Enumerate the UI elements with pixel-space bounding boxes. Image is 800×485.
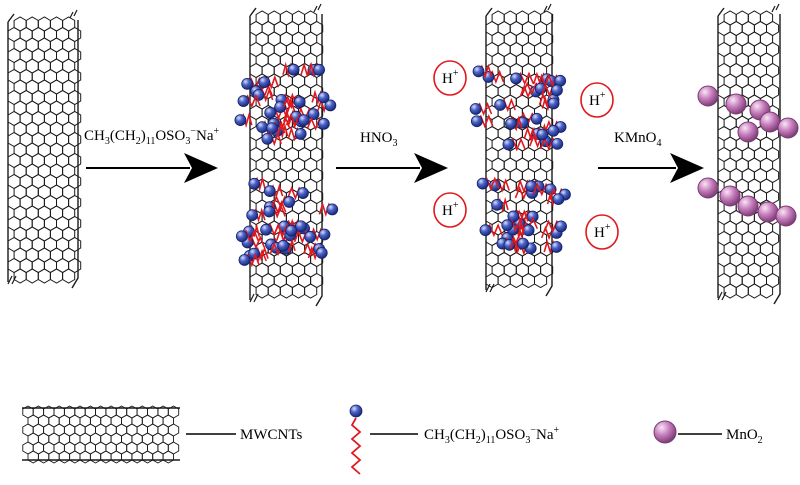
surfactant-head — [294, 128, 307, 140]
surfactant-head — [266, 122, 278, 135]
surfactant-head — [263, 205, 276, 218]
surfactant-head — [502, 138, 515, 151]
surfactant-head — [526, 210, 539, 223]
surfactant-head — [507, 210, 520, 223]
surfactant-head — [264, 106, 277, 119]
surfactant-head — [246, 209, 259, 222]
arrow-icon — [336, 153, 448, 183]
surfactant-head — [505, 117, 517, 130]
nanotube-icon — [249, 3, 324, 307]
surfactant-head — [494, 99, 507, 111]
svg-text:H+: H+ — [442, 200, 459, 219]
surfactant-head — [315, 247, 328, 259]
surfactant-head — [261, 132, 274, 145]
mno2-particle-icon — [697, 177, 719, 199]
proton-icon: H+ — [433, 192, 467, 228]
surfactant-head — [234, 114, 247, 127]
surfactant-head — [479, 224, 492, 237]
legend-surfactant-label: CH3(CH2)11OSO3−Na+ — [424, 425, 559, 446]
surfactant-coating — [469, 63, 571, 256]
surfactant-head — [277, 239, 290, 252]
surfactant-head — [238, 254, 251, 266]
surfactant-head — [555, 220, 567, 233]
surfactant-head — [295, 220, 307, 233]
surfactant-head — [263, 185, 276, 198]
nanotube-icon — [7, 9, 82, 289]
mno2-particle-icon — [697, 85, 719, 107]
reagent-label: KMnO4 — [614, 130, 662, 149]
surfactant-head — [324, 99, 337, 112]
surfactant-head — [547, 97, 560, 110]
surfactant-head — [287, 63, 300, 76]
reagent-label: HNO3 — [360, 130, 398, 149]
surfactant-head — [283, 196, 296, 208]
mno2-particle-icon — [737, 195, 759, 217]
surfactant-head — [260, 223, 273, 236]
mno2-particle-icon — [653, 420, 677, 444]
surfactant-head — [491, 198, 503, 211]
surfactant-head — [501, 219, 514, 232]
surfactant-head — [517, 237, 529, 250]
proton-icon: H+ — [433, 60, 467, 96]
surfactant-head — [237, 95, 250, 107]
mno2-particle-icon — [775, 205, 797, 227]
legend-mno2-label: MnO2 — [726, 427, 763, 446]
surfactant-coating — [234, 61, 339, 268]
surfactant-head — [326, 203, 339, 216]
surfactant-head — [551, 84, 563, 97]
surfactant-head — [317, 91, 330, 104]
mno2-particle-icon — [719, 185, 741, 207]
surfactant-head — [293, 96, 306, 108]
legend-nanotube-icon — [22, 405, 180, 464]
legend-mwcnt-label: MWCNTs — [240, 427, 302, 443]
surfactant-head — [547, 124, 560, 137]
arrow-icon — [86, 153, 218, 183]
reagent-label: CH3(CH2)11OSO3−Na+ — [84, 126, 219, 147]
surfactant-head — [297, 187, 309, 199]
mno2-particles — [697, 85, 799, 227]
surfactant-head — [510, 72, 522, 85]
surfactant-head — [307, 108, 320, 121]
surfactant-head — [470, 115, 483, 128]
mno2-particle-icon — [725, 93, 747, 115]
svg-text:H+: H+ — [442, 68, 459, 87]
proton-icon: H+ — [580, 82, 614, 118]
surfactant-head — [472, 65, 485, 78]
arrow-icon — [598, 153, 704, 183]
surfactant-head — [536, 128, 549, 141]
mno2-particle-icon — [777, 117, 799, 139]
surfactant-head — [248, 177, 261, 190]
surfactant-head — [304, 230, 317, 243]
mno2-particle-icon — [759, 111, 781, 133]
surfactant-head — [297, 114, 310, 127]
surfactant-head — [235, 230, 248, 243]
surfactant-head — [274, 101, 287, 113]
mno2-particle-icon — [757, 201, 779, 223]
surfactant-head — [258, 76, 271, 89]
surfactant-head — [522, 224, 535, 237]
surfactant-head — [318, 228, 331, 241]
surfactant-head — [317, 117, 330, 130]
surfactant-head — [241, 77, 254, 90]
surfactant-head — [313, 63, 325, 76]
surfactant-head — [285, 224, 298, 237]
nanotube-icon — [717, 3, 781, 305]
surfactant-head — [469, 103, 482, 115]
surfactant-head — [552, 193, 565, 206]
svg-text:H+: H+ — [594, 222, 611, 241]
proton-icon: H+ — [585, 214, 619, 250]
surfactant-icon — [349, 404, 363, 475]
mno2-particle-icon — [737, 121, 759, 143]
surfactant-head — [530, 112, 543, 125]
svg-text:H+: H+ — [589, 90, 606, 109]
surfactant-head — [476, 177, 489, 190]
surfactant-head — [550, 241, 563, 253]
surfactant-head — [551, 137, 564, 150]
nanotube-icon — [485, 3, 554, 297]
surfactant-head — [256, 121, 269, 134]
